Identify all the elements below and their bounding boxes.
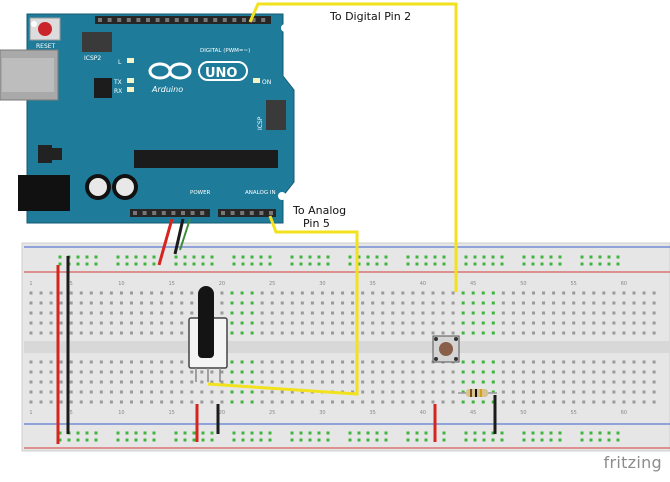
wire-analog-pin-5 bbox=[207, 215, 359, 396]
voltage-regulator bbox=[38, 145, 52, 163]
column-number-bottom: 30 bbox=[319, 410, 325, 416]
arduino-uno-board: RESET ICSP2 DIGITAL (PWM=~) L TX RX ON U… bbox=[0, 13, 295, 224]
column-number-bottom: 10 bbox=[118, 410, 124, 416]
column-number-top: 60 bbox=[621, 281, 627, 287]
column-number-bottom: 25 bbox=[269, 410, 275, 416]
column-number-top: 1 bbox=[29, 281, 32, 287]
wire-gnd-arduino-1 bbox=[173, 218, 185, 255]
icsp-header bbox=[266, 100, 286, 130]
column-number-bottom: 5 bbox=[70, 410, 73, 416]
breadboard: 1155101015152020252530303535404045455050… bbox=[21, 242, 670, 452]
digital-header-label: DIGITAL (PWM=~) bbox=[200, 48, 250, 54]
column-number-top: 15 bbox=[169, 281, 175, 287]
label-analog-pin-line1: To Analog bbox=[293, 204, 347, 217]
led-rx-label: RX bbox=[114, 88, 122, 95]
digital-header bbox=[95, 16, 271, 24]
breadboard-column-numbers: 1155101015152020252530303535404045455050… bbox=[29, 281, 627, 416]
wire-digital-pin-2 bbox=[248, 2, 458, 292]
column-number-bottom: 15 bbox=[169, 410, 175, 416]
column-number-bottom: 20 bbox=[219, 410, 225, 416]
icsp2-label: ICSP2 bbox=[84, 55, 101, 62]
wire-5v bbox=[157, 218, 174, 266]
column-number-bottom: 45 bbox=[470, 410, 476, 416]
column-number-bottom: 50 bbox=[520, 410, 526, 416]
column-number-top: 25 bbox=[269, 281, 275, 287]
led-l-label: L bbox=[118, 59, 122, 66]
led-tx-label: TX bbox=[113, 79, 122, 86]
wires bbox=[56, 2, 497, 444]
breadboard-holes bbox=[29, 255, 656, 442]
column-number-top: 55 bbox=[571, 281, 577, 287]
pushbutton bbox=[432, 335, 460, 363]
column-number-top: 50 bbox=[520, 281, 526, 287]
power-header bbox=[130, 209, 210, 217]
wire-gnd-arduino-2 bbox=[179, 218, 191, 251]
reset-label: RESET bbox=[36, 43, 56, 50]
column-number-top: 40 bbox=[420, 281, 426, 287]
column-number-bottom: 55 bbox=[571, 410, 577, 416]
icsp-label: ICSP bbox=[257, 116, 264, 130]
analog-header bbox=[218, 209, 276, 217]
resistor bbox=[458, 389, 497, 397]
column-number-top: 10 bbox=[118, 281, 124, 287]
led-on-label: ON bbox=[262, 79, 271, 86]
usb-chip bbox=[94, 78, 112, 98]
column-number-top: 30 bbox=[319, 281, 325, 287]
microcontroller-chip bbox=[134, 150, 278, 168]
column-number-top: 5 bbox=[70, 281, 73, 287]
column-number-top: 20 bbox=[219, 281, 225, 287]
board-name: Arduino bbox=[151, 85, 183, 94]
column-number-bottom: 35 bbox=[370, 410, 376, 416]
column-number-bottom: 60 bbox=[621, 410, 627, 416]
column-number-bottom: 1 bbox=[29, 410, 32, 416]
label-digital-pin-2: To Digital Pin 2 bbox=[330, 10, 412, 23]
board-pcb bbox=[26, 13, 295, 224]
fritzing-brand: fritzing bbox=[603, 453, 662, 472]
power-label: POWER bbox=[190, 190, 211, 196]
analog-label: ANALOG IN bbox=[245, 190, 276, 196]
board-model: UNO bbox=[205, 66, 238, 81]
column-number-top: 45 bbox=[470, 281, 476, 287]
power-jack bbox=[18, 175, 70, 211]
breadboard-channel bbox=[24, 341, 670, 353]
icsp2-header bbox=[82, 32, 112, 52]
potentiometer bbox=[188, 286, 228, 382]
label-analog-pin-line2: Pin 5 bbox=[303, 217, 330, 230]
column-number-bottom: 40 bbox=[420, 410, 426, 416]
column-number-top: 35 bbox=[370, 281, 376, 287]
arduino-logo bbox=[148, 61, 248, 81]
